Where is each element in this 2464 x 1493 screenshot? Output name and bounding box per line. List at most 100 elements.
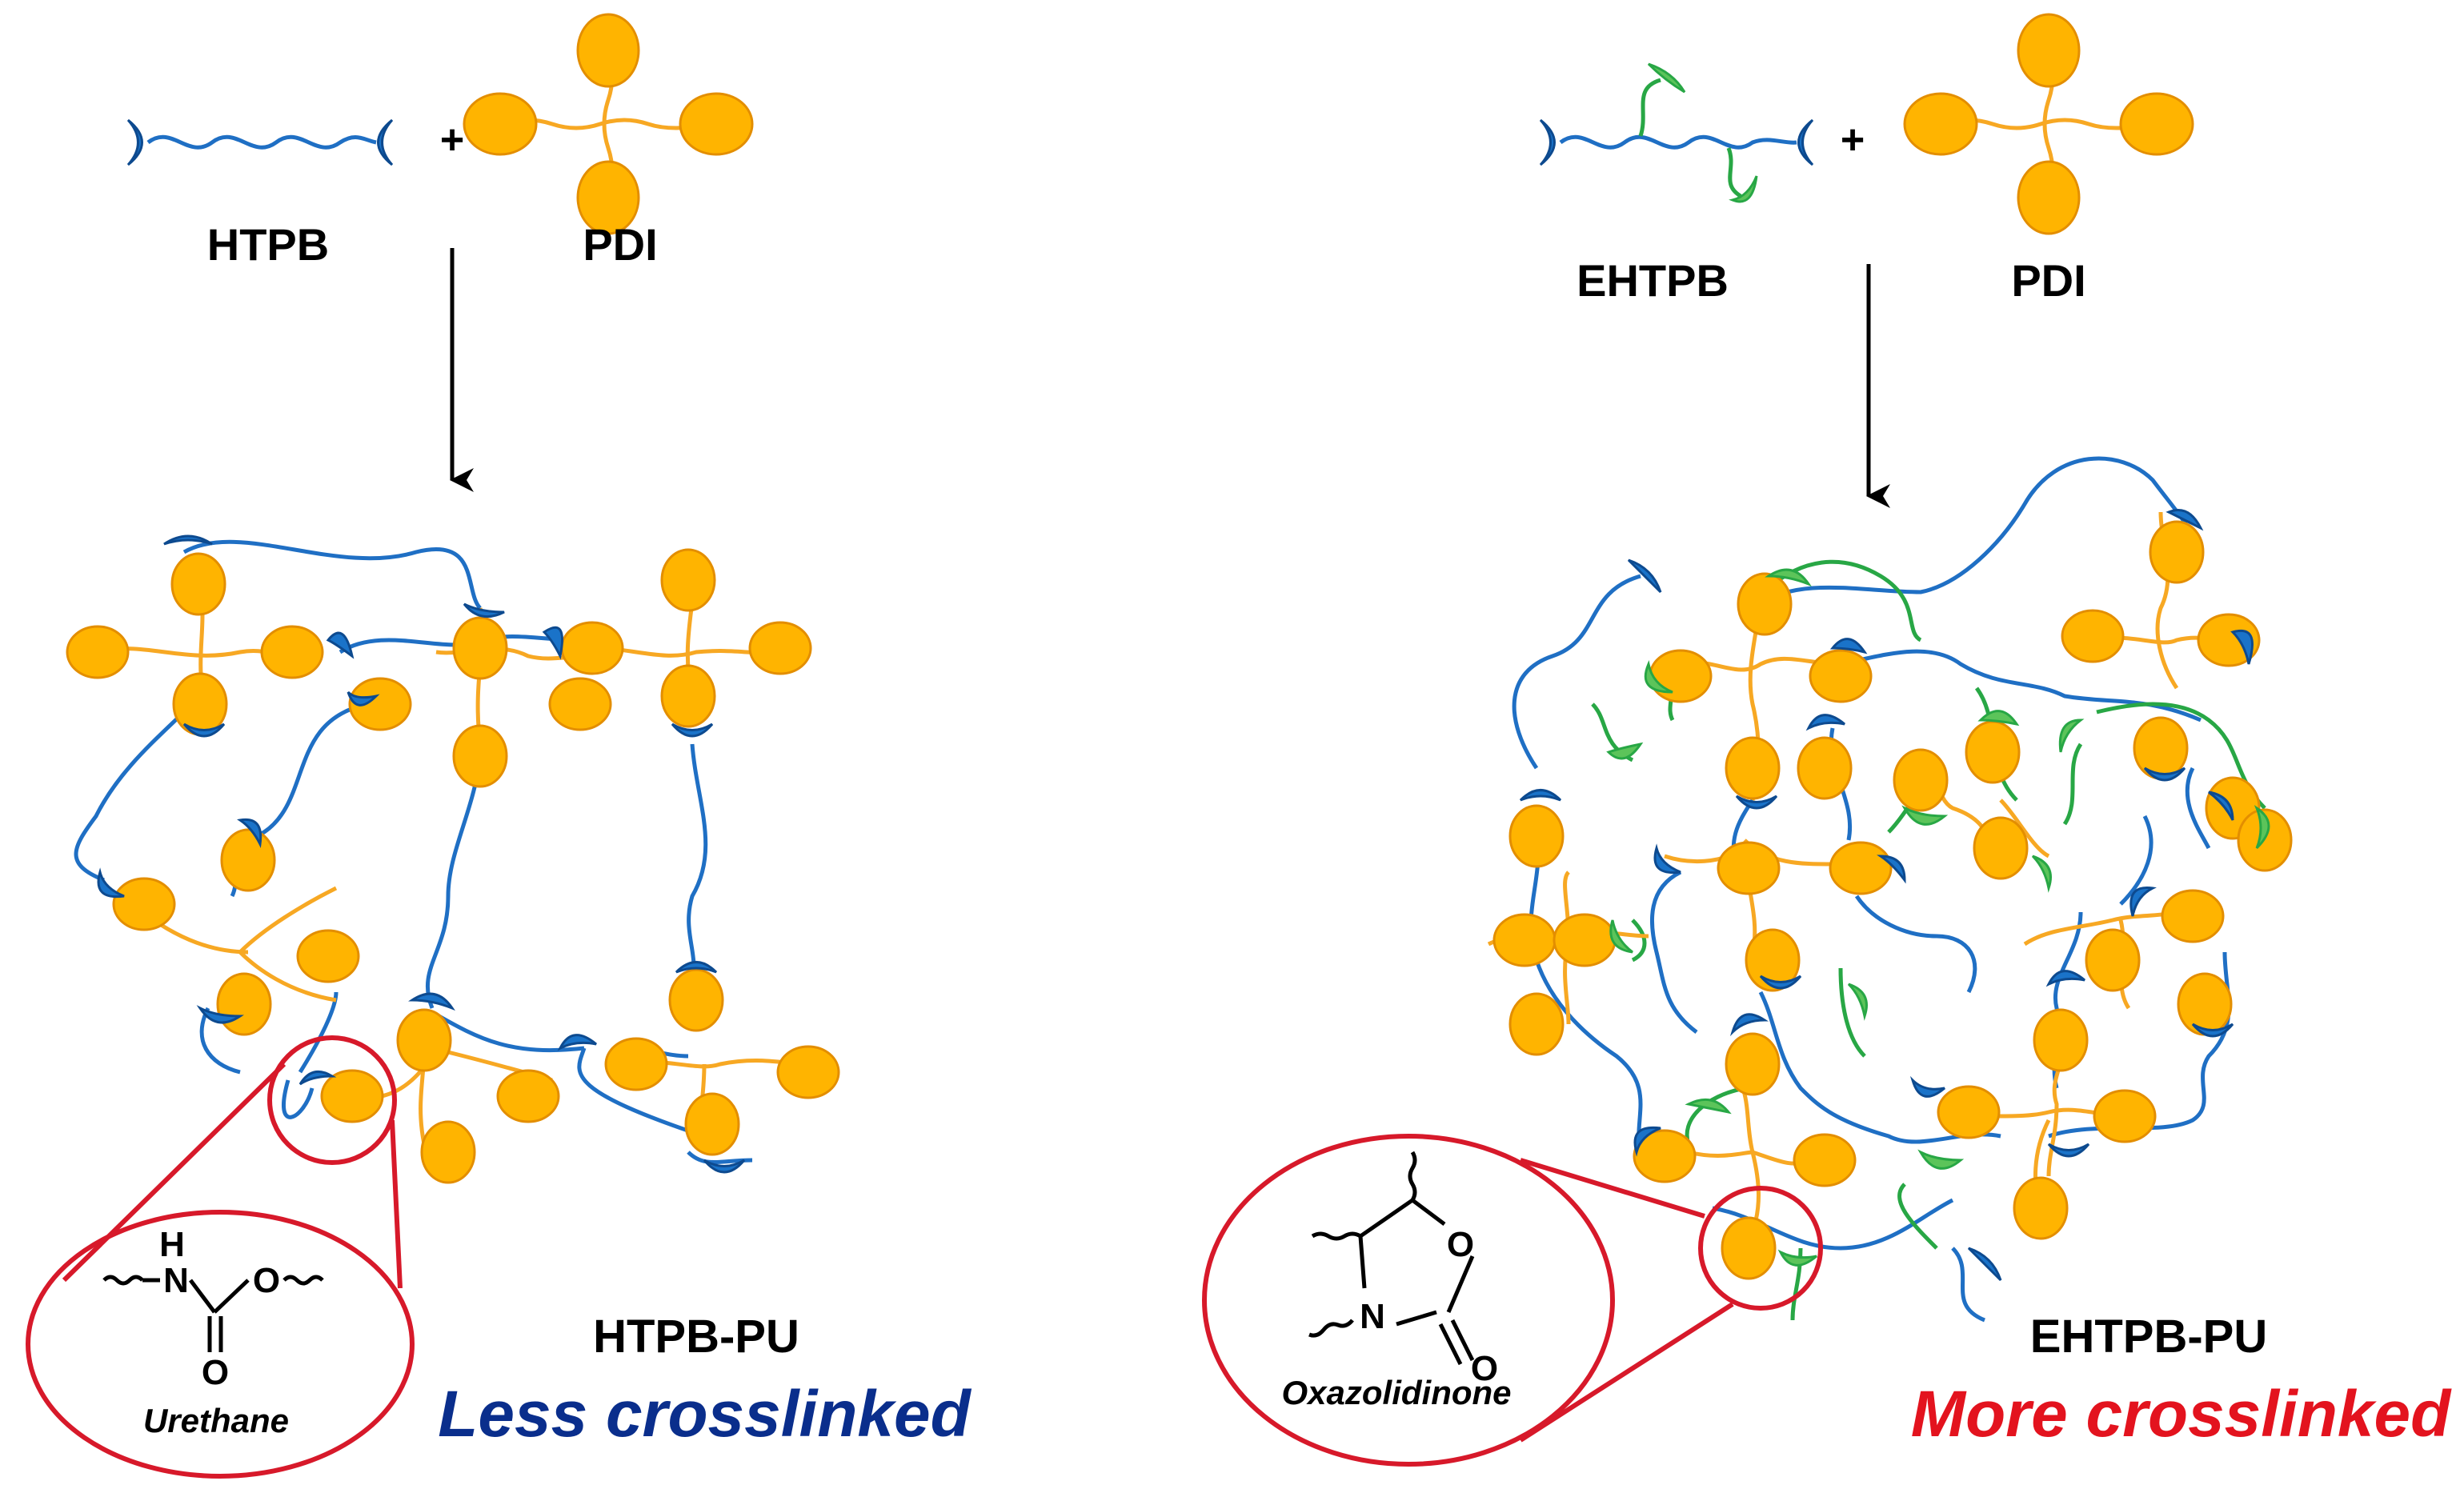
pdi-blob-icon — [604, 1037, 668, 1091]
pdi-label-left: PDI — [583, 219, 657, 270]
pdi-blob-icon — [668, 968, 724, 1032]
pdi-blob-icon — [1737, 572, 1793, 636]
pdi-blob-icon — [1725, 736, 1781, 800]
pdi-blob-icon — [2119, 92, 2194, 156]
blue-hydroxyl-cap-icon — [298, 1070, 337, 1086]
green-epoxide-cap-icon — [1917, 1149, 1965, 1170]
atom-n: N — [163, 1261, 189, 1300]
blue-hydroxyl-cap-icon — [237, 818, 262, 848]
pdi-blob-icon — [1973, 816, 2029, 880]
atom-h: H — [159, 1225, 185, 1264]
pdi-blob-icon — [170, 552, 226, 616]
pdi-blob-icon — [1793, 1133, 1857, 1187]
pdi-blob-icon — [660, 548, 716, 612]
ehtpb-pu-label: EHTPB-PU — [2030, 1311, 2267, 1363]
pdi-blob-icon — [396, 1008, 452, 1072]
pdi-blob-icon — [2093, 1089, 2157, 1143]
pdi-blob-icon — [2177, 972, 2233, 1036]
pdi-blob-icon — [684, 1092, 740, 1156]
green-epoxide-cap-icon — [2031, 855, 2052, 893]
blue-hydroxyl-cap-icon — [163, 534, 213, 546]
atom-o-carbonyl-ring: O — [1471, 1349, 1498, 1388]
green-epoxide-cap-icon — [1765, 568, 1812, 587]
pdi-molecule-left — [463, 13, 754, 235]
blue-hydroxyl-cap-icon — [1759, 975, 1802, 990]
pdi-blob-icon — [1725, 1032, 1781, 1096]
htpb-pu-network — [66, 534, 840, 1184]
blue-hydroxyl-cap-icon — [542, 626, 563, 660]
atom-o-ester: O — [253, 1261, 280, 1300]
atom-o-ring: O — [1447, 1225, 1474, 1264]
green-epoxide-cap-icon — [1847, 983, 1868, 1021]
blue-hydroxyl-cap-icon — [1627, 558, 1662, 594]
pdi-blob-icon — [1937, 1085, 2001, 1139]
blue-hydroxyl-cap-icon — [1877, 855, 1906, 884]
plus-sign-left: + — [440, 117, 464, 163]
green-epoxide-cap-icon — [2254, 805, 2270, 850]
pdi-blob-icon — [1903, 92, 1978, 156]
pdi-blob-icon — [2017, 160, 2081, 235]
pdi-molecule-right — [1903, 13, 2194, 235]
blue-hydroxyl-cap-icon — [2047, 1143, 2090, 1158]
pdi-blob-icon — [548, 677, 612, 731]
pdi-blob-icon — [220, 828, 276, 892]
pdi-blob-icon — [463, 92, 538, 156]
green-epoxide-cap-icon — [1647, 62, 1686, 94]
pdi-blob-icon — [452, 724, 508, 788]
blue-hydroxyl-cap-icon — [671, 722, 714, 738]
pdi-label-right: PDI — [2011, 255, 2085, 306]
less-crosslinked-label: Less crosslinked — [438, 1378, 972, 1451]
blue-hydroxyl-cap-icon — [675, 961, 718, 974]
pdi-blob-icon — [2061, 609, 2125, 663]
htpb-molecule — [126, 118, 394, 166]
green-epoxide-cap-icon — [1729, 175, 1758, 203]
blue-hydroxyl-cap-icon — [1805, 714, 1845, 731]
pdi-blob-icon — [1829, 841, 1893, 895]
blue-hydroxyl-cap-icon — [2191, 1023, 2234, 1038]
blue-hydroxyl-cap-icon — [347, 690, 380, 706]
blue-hydroxyl-cap-icon — [182, 722, 226, 738]
blue-hydroxyl-cap-icon — [1729, 1013, 1769, 1037]
pdi-blob-icon — [1508, 804, 1565, 868]
ehtpb-pu-network — [1487, 456, 2293, 1323]
blue-hydroxyl-cap-icon — [326, 631, 355, 659]
blue-hydroxyl-cap-icon — [2143, 767, 2186, 782]
green-epoxide-cap-icon — [1609, 919, 1633, 954]
oxazolidinone-zoom: O N O Oxazolidinone — [1202, 1134, 1823, 1467]
pdi-blob-icon — [2033, 1008, 2089, 1072]
green-epoxide-cap-icon — [1901, 805, 1949, 826]
blue-hydroxyl-cap-icon — [1829, 638, 1868, 654]
blue-hydroxyl-cap-icon — [126, 118, 143, 166]
pdi-blob-icon — [1508, 992, 1565, 1056]
green-epoxide-cap-icon — [1606, 742, 1644, 760]
pdi-blob-icon — [1633, 1129, 1697, 1183]
blue-hydroxyl-cap-icon — [2166, 509, 2204, 531]
blue-hydroxyl-cap-icon — [196, 1005, 244, 1024]
blue-hydroxyl-cap-icon — [2129, 886, 2157, 917]
green-epoxide-cap-icon — [1777, 1249, 1817, 1267]
urethane-label: Urethane — [143, 1402, 289, 1439]
green-epoxide-cap-icon — [1644, 659, 1673, 694]
pdi-blob-icon — [2133, 716, 2189, 780]
pdi-blob-icon — [1553, 913, 1617, 967]
pdi-blob-icon — [216, 972, 272, 1036]
pdi-blob-icon — [1721, 1216, 1777, 1280]
htpb-pu-label: HTPB-PU — [593, 1311, 799, 1363]
green-epoxide-cap-icon — [2058, 718, 2085, 753]
pdi-blob-icon — [1717, 841, 1781, 895]
pdi-blob-icon — [2085, 928, 2141, 992]
blue-hydroxyl-cap-icon — [703, 1159, 746, 1174]
atom-n-ring: N — [1360, 1297, 1385, 1336]
pdi-blob-icon — [679, 92, 754, 156]
pdi-blob-icon — [496, 1069, 560, 1123]
pdi-blob-icon — [172, 672, 228, 736]
blue-hydroxyl-cap-icon — [1539, 118, 1556, 166]
pdi-blob-icon — [660, 664, 716, 728]
ehtpb-molecule — [1539, 62, 1814, 203]
blue-hydroxyl-cap-icon — [557, 1034, 597, 1051]
blue-hydroxyl-cap-icon — [1735, 795, 1778, 810]
pdi-blob-icon — [112, 877, 176, 931]
pdi-blob-icon — [748, 621, 812, 675]
blue-hydroxyl-cap-icon — [1519, 789, 1562, 802]
